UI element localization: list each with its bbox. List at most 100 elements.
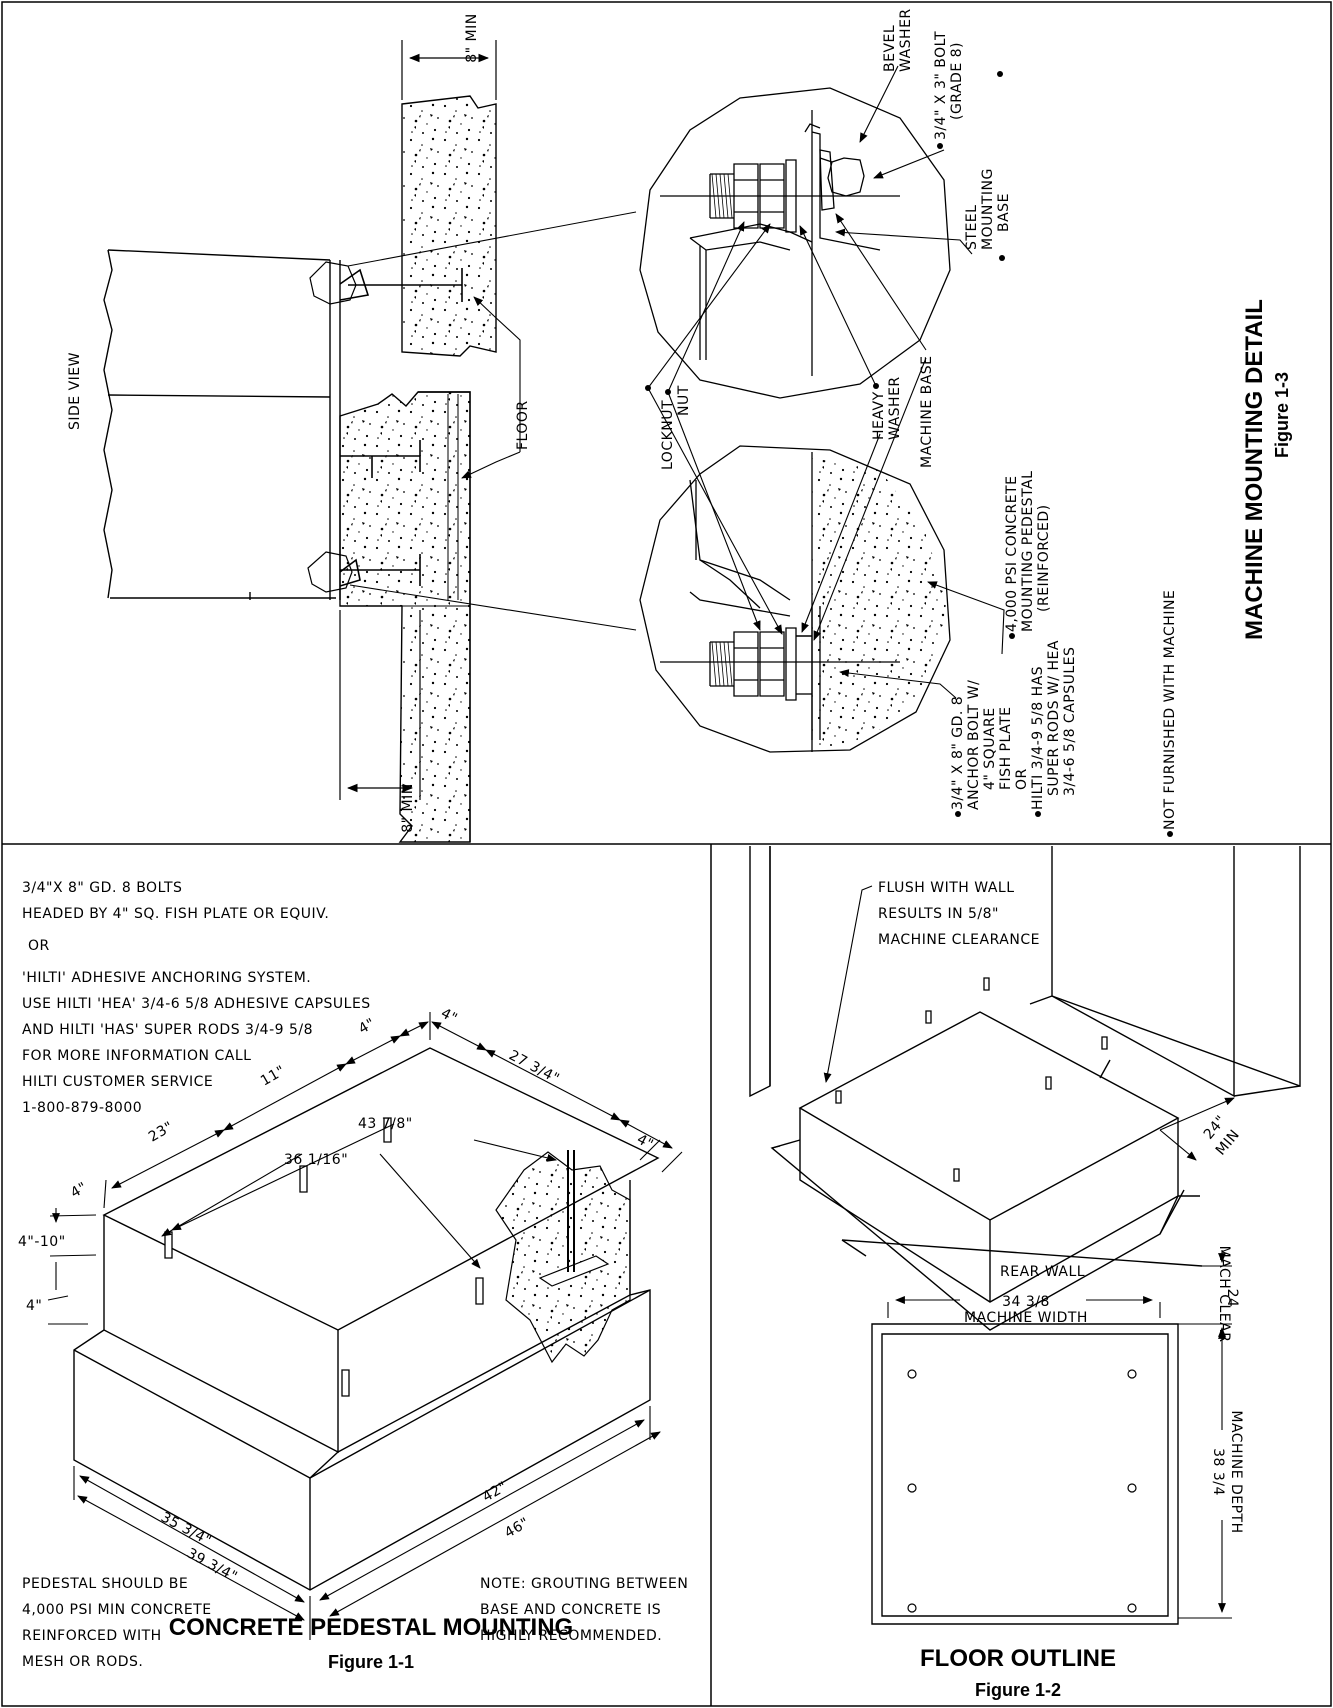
anchor-label: 3/4" X 8" GD. 8 <box>950 696 966 810</box>
dim-8-min-bottom-text: 8" MIN <box>400 783 416 832</box>
note-line: HEADED BY 4" SQ. FISH PLATE OR EQUIV. <box>22 906 329 922</box>
note-line: OR <box>28 938 50 954</box>
fig3-labels: BEVEL WASHER 3/4" X 3" BOLT (GRADE 8) ST… <box>660 8 1178 830</box>
locknut-label: LOCKNUT <box>660 400 676 470</box>
detail-circle-upper <box>640 88 950 398</box>
rear-wall-label: REAR WALL <box>1000 1264 1085 1280</box>
bevel-washer-label-2: WASHER <box>898 8 914 72</box>
figure-1-3: SIDE VIEW <box>67 8 1292 842</box>
upper-floor-slab <box>402 96 496 356</box>
grout-note-line: HIGHLY RECOMMENDED. <box>480 1628 662 1644</box>
machine-width-label: MACHINE WIDTH <box>964 1310 1088 1326</box>
dim-8-min-top-text: 8" MIN <box>464 13 480 62</box>
upper-circle-leaders <box>648 66 1004 698</box>
hilti-label-3: 3/4-6 5/8 CAPSULES <box>1062 647 1078 796</box>
side-view-anchors <box>340 268 462 586</box>
dim-4-right: 4" <box>634 1131 656 1153</box>
note-line: HILTI CUSTOMER SERVICE <box>22 1074 213 1090</box>
fig2-figure-number: Figure 1-2 <box>975 1680 1061 1700</box>
plan-dims <box>888 1250 1232 1618</box>
walls <box>750 846 1300 1096</box>
grout-note-line: NOTE: GROUTING BETWEEN <box>480 1576 688 1592</box>
pedestal-note-line: PEDESTAL SHOULD BE <box>22 1576 188 1592</box>
fig1-notes: 3/4"X 8" GD. 8 BOLTS HEADED BY 4" SQ. FI… <box>22 880 371 1116</box>
detail-circle-lower <box>640 446 950 752</box>
figure-1-2: FLUSH WITH WALL RESULTS IN 5/8" MACHINE … <box>750 846 1300 1700</box>
fig3-title: MACHINE MOUNTING DETAIL <box>1241 299 1268 640</box>
dim-8-min-bottom <box>340 610 420 800</box>
anchor-or-label: OR <box>1014 768 1030 790</box>
note-line: 3/4"X 8" GD. 8 BOLTS <box>22 880 182 896</box>
floor-pedestal-iso <box>772 1012 1200 1330</box>
floor-leader <box>461 296 520 478</box>
rear-wall <box>842 1240 1202 1266</box>
figure-1-1: 3/4"X 8" GD. 8 BOLTS HEADED BY 4" SQ. FI… <box>18 880 688 1672</box>
machine-depth-value: 38 3/4 <box>1210 1448 1226 1496</box>
dim-23: 23" <box>146 1119 176 1146</box>
dim-4-bottom: 4" <box>26 1298 42 1314</box>
anchor-label-3: 4" SQUARE <box>982 707 998 790</box>
callout-leaders <box>348 212 636 630</box>
mach-clear-label: MACH CLEAR <box>1216 1246 1232 1343</box>
grout-note: NOTE: GROUTING BETWEEN BASE AND CONCRETE… <box>480 1576 688 1644</box>
nut-label: NUT <box>676 385 692 416</box>
hilti-label: HILTI 3/4-9 5/8 HAS <box>1030 666 1046 810</box>
pedestal-note-line: MESH OR RODS. <box>22 1654 143 1670</box>
flush-note-line: MACHINE CLEARANCE <box>878 932 1040 948</box>
pedestal-cutaway <box>496 1150 630 1362</box>
dim-8-min-top <box>402 40 496 100</box>
anchor-label-4: FISH PLATE <box>998 707 1014 791</box>
fig2-title: FLOOR OUTLINE <box>920 1645 1116 1672</box>
concrete-label-3: (REINFORCED) <box>1036 504 1052 612</box>
detail-callout-upper <box>310 262 356 304</box>
fig1-figure-number: Figure 1-1 <box>328 1652 414 1672</box>
pedestal-bolts <box>165 1118 483 1396</box>
dim-43-78: 43 7/8" <box>358 1116 413 1132</box>
machine-depth-label: MACHINE DEPTH <box>1228 1410 1244 1533</box>
flush-note-line: RESULTS IN 5/8" <box>878 906 999 922</box>
steel-base-label-3: BASE <box>996 193 1012 232</box>
detail-callout-lower <box>308 552 352 592</box>
bolt-label: 3/4" X 3" BOLT <box>933 31 949 140</box>
dim-39-34: 39 3/4" <box>184 1545 240 1585</box>
dim-46: 46" <box>502 1515 532 1542</box>
dim-11: 11" <box>258 1063 288 1090</box>
plan-bolt-holes <box>908 1370 1136 1612</box>
steel-base-label: STEEL <box>964 205 980 250</box>
dim-4-top-right: 4" <box>438 1005 460 1027</box>
floor-plan <box>872 1324 1178 1624</box>
side-view-label: SIDE VIEW <box>67 352 83 430</box>
dim-42: 42" <box>480 1479 510 1506</box>
note-line: USE HILTI 'HEA' 3/4-6 5/8 ADHESIVE CAPSU… <box>22 996 371 1012</box>
machine-side-view <box>104 250 340 600</box>
note-line: AND HILTI 'HAS' SUPER RODS 3/4-9 5/8 <box>22 1022 313 1038</box>
lower-floor-slab <box>340 392 470 842</box>
machine-base-label: MACHINE BASE <box>919 355 935 468</box>
grout-note-line: BASE AND CONCRETE IS <box>480 1602 661 1618</box>
steel-base-label-2: MOUNTING <box>980 168 996 250</box>
not-furnished-bullets <box>645 71 1173 837</box>
pedestal-dims <box>48 1012 682 1640</box>
dim-4-10: 4"-10" <box>18 1234 66 1250</box>
flush-leader <box>823 886 1235 1161</box>
dim-35-34: 35 3/4" <box>158 1509 214 1549</box>
pedestal-note-line: REINFORCED WITH <box>22 1628 162 1644</box>
anchor-label-2: ANCHOR BOLT W/ <box>966 680 982 810</box>
pedestal-note: PEDESTAL SHOULD BE 4,000 PSI MIN CONCRET… <box>22 1576 212 1670</box>
note-line: FOR MORE INFORMATION CALL <box>22 1048 251 1064</box>
flush-note: FLUSH WITH WALL RESULTS IN 5/8" MACHINE … <box>878 880 1040 948</box>
heavy-washer-label: HEAVY <box>871 391 887 440</box>
floor-pedestal-bolts <box>836 978 1107 1181</box>
bevel-washer-label: BEVEL <box>882 25 898 72</box>
not-furnished-label: NOT FURNISHED WITH MACHINE <box>1162 590 1178 830</box>
fig3-figure-number: Figure 1-3 <box>1272 372 1292 458</box>
dim-4-top: 4" <box>356 1015 378 1037</box>
pedestal-note-line: 4,000 PSI MIN CONCRETE <box>22 1602 212 1618</box>
fig1-title: CONCRETE PEDESTAL MOUNTING <box>169 1614 573 1641</box>
concrete-label: 4,000 PSI CONCRETE <box>1004 476 1020 632</box>
concrete-label-2: MOUNTING PEDESTAL <box>1020 471 1036 632</box>
dim-4-left: 4" <box>68 1179 90 1201</box>
note-line: 'HILTI' ADHESIVE ANCHORING SYSTEM. <box>22 970 311 986</box>
